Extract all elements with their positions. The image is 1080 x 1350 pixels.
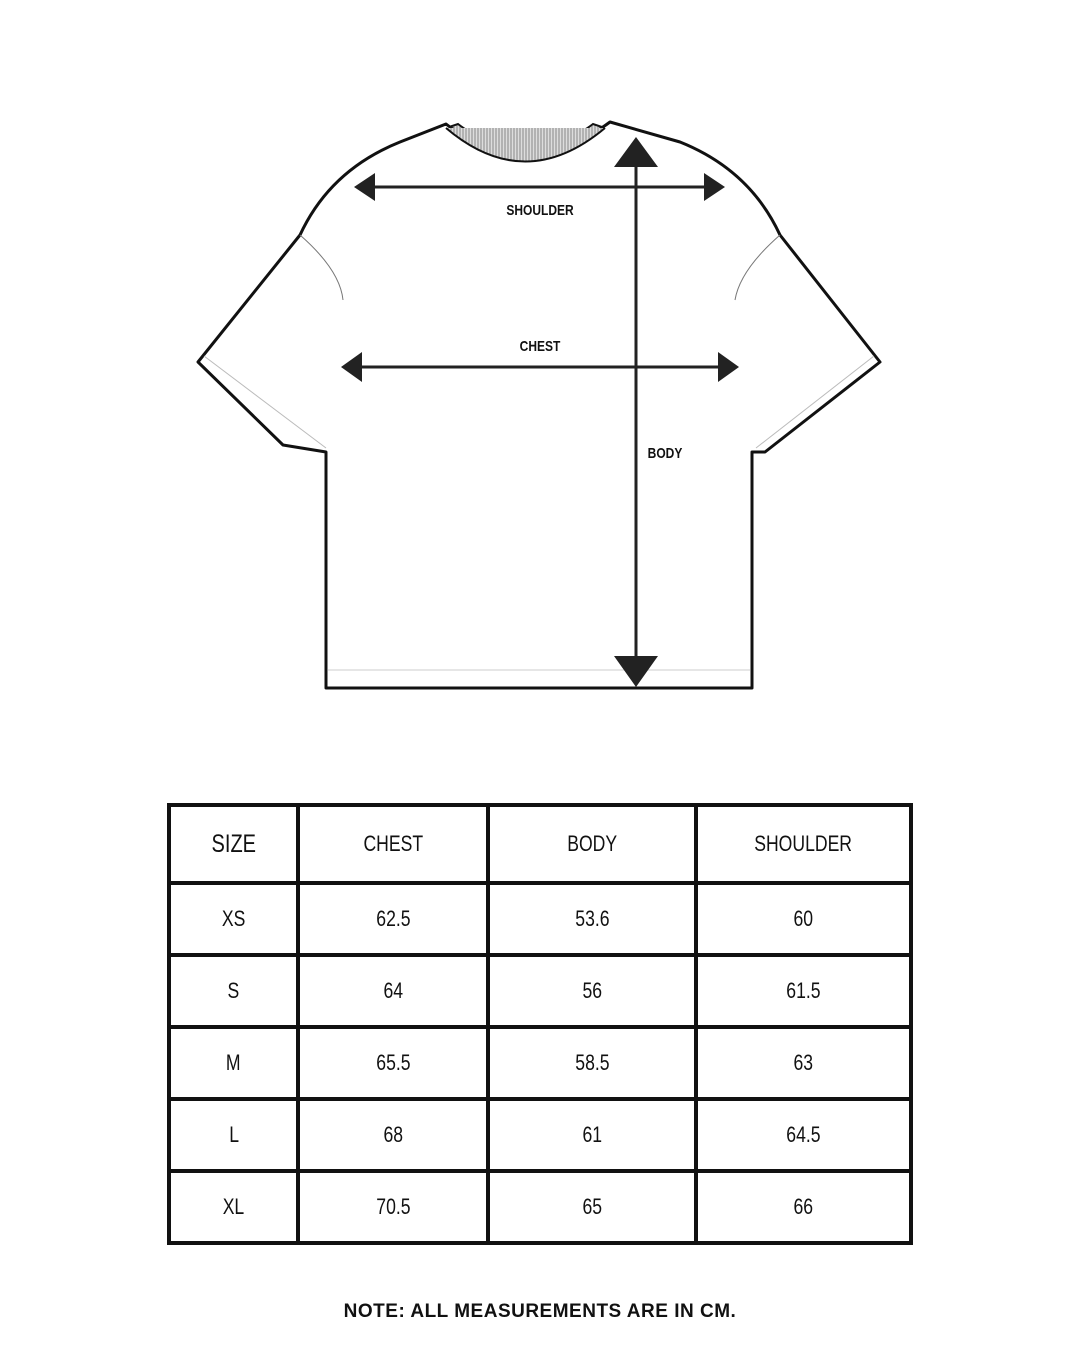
header-size: SIZE xyxy=(211,829,256,858)
table-cell: 62.5 xyxy=(296,881,491,957)
table-row: XS 62.5 53.6 60 xyxy=(166,881,914,957)
tshirt-diagram xyxy=(196,120,882,690)
chest-arrow xyxy=(341,352,739,382)
table-cell: 53.6 xyxy=(486,881,698,957)
table-cell: 60 xyxy=(693,881,914,957)
cell-value: 62.5 xyxy=(376,906,411,931)
table-cell: M xyxy=(166,1025,301,1101)
table-cell: L xyxy=(166,1097,301,1173)
cell-value: L xyxy=(228,1122,239,1147)
table-cell: 56 xyxy=(486,953,698,1029)
cell-value: 65.5 xyxy=(376,1050,411,1075)
shoulder-label: SHOULDER xyxy=(506,202,574,219)
header-body: BODY xyxy=(567,831,617,856)
table-cell: XL xyxy=(166,1169,301,1245)
cell-value: 53.6 xyxy=(574,906,610,931)
table-cell: 64.5 xyxy=(693,1097,914,1173)
table-cell: 61 xyxy=(486,1097,698,1173)
shoulder-arrow xyxy=(354,173,725,201)
table-cell: 63 xyxy=(693,1025,914,1101)
cell-value: 63 xyxy=(793,1050,814,1075)
cell-value: S xyxy=(227,978,240,1003)
table-cell: 65 xyxy=(486,1169,698,1245)
body-arrow xyxy=(614,137,658,687)
chest-label: CHEST xyxy=(519,338,561,355)
header-cell: CHEST xyxy=(296,803,491,885)
cell-value: 56 xyxy=(582,978,602,1003)
cell-value: 70.5 xyxy=(376,1194,411,1219)
cell-value: 64 xyxy=(383,978,404,1003)
table-row: S 64 56 61.5 xyxy=(166,953,914,1029)
cell-value: 68 xyxy=(383,1122,404,1147)
table-header-row: SIZE CHEST BODY SHOULDER xyxy=(166,803,914,885)
measurement-note: NOTE: ALL MEASUREMENTS ARE IN CM. xyxy=(343,1301,737,1322)
cell-value: 60 xyxy=(793,906,814,931)
table-cell: 58.5 xyxy=(486,1025,698,1101)
table-cell: XS xyxy=(166,881,301,957)
cell-value: 58.5 xyxy=(574,1050,610,1075)
cell-value: 65 xyxy=(582,1194,602,1219)
table-cell: 68 xyxy=(296,1097,491,1173)
table-cell: 64 xyxy=(296,953,491,1029)
header-cell: SIZE xyxy=(166,803,301,885)
table-row: L 68 61 64.5 xyxy=(166,1097,914,1173)
cell-value: XS xyxy=(221,906,246,931)
table-cell: 61.5 xyxy=(693,953,914,1029)
table-cell: 66 xyxy=(693,1169,914,1245)
cell-value: 61.5 xyxy=(786,978,821,1003)
body-label: BODY xyxy=(647,445,683,462)
table-row: XL 70.5 65 66 xyxy=(166,1169,914,1245)
cell-value: XL xyxy=(222,1194,245,1219)
table-row: M 65.5 58.5 63 xyxy=(166,1025,914,1101)
header-chest: CHEST xyxy=(363,831,424,856)
table-cell: 65.5 xyxy=(296,1025,491,1101)
header-cell: BODY xyxy=(486,803,698,885)
cell-value: 64.5 xyxy=(786,1122,821,1147)
table-cell: S xyxy=(166,953,301,1029)
table-cell: 70.5 xyxy=(296,1169,491,1245)
header-shoulder: SHOULDER xyxy=(754,831,853,856)
cell-value: 61 xyxy=(582,1122,602,1147)
cell-value: 66 xyxy=(793,1194,814,1219)
header-cell: SHOULDER xyxy=(693,803,914,885)
cell-value: M xyxy=(226,1050,241,1075)
